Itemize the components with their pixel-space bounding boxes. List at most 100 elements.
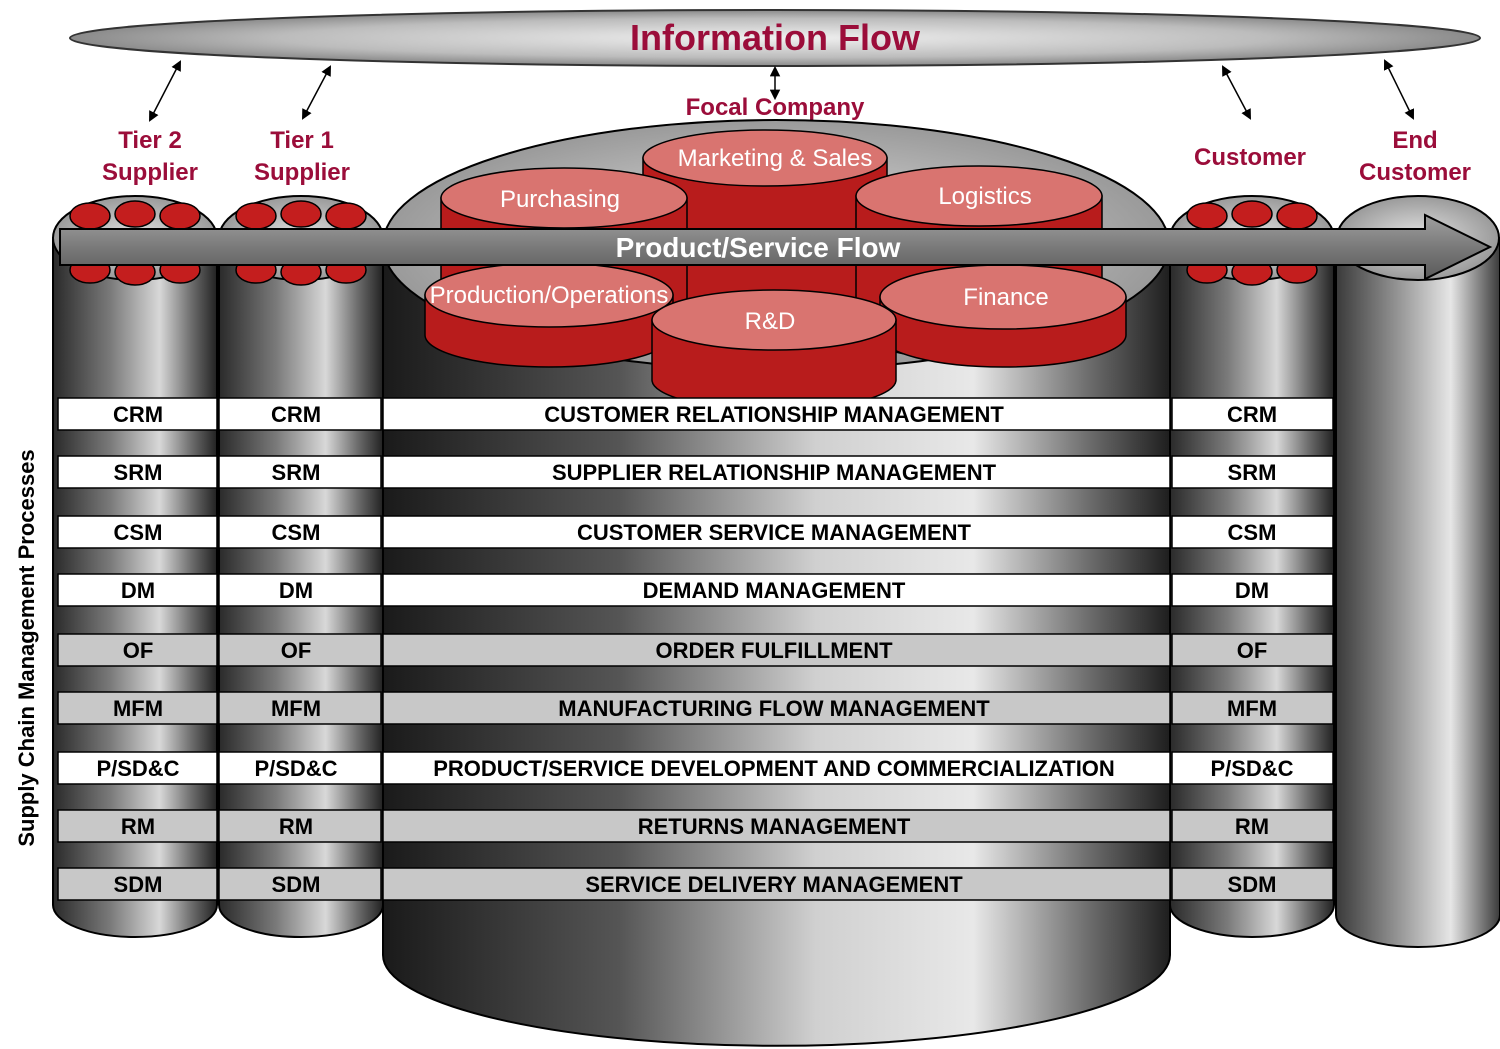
process-cell xyxy=(57,867,218,901)
tier1-label-line1: Tier 1 xyxy=(270,127,334,154)
finance-label: Finance xyxy=(963,284,1048,311)
process-abbr: RM xyxy=(1235,814,1269,839)
sub-tube xyxy=(325,202,367,230)
process-abbr: SDM xyxy=(114,872,163,897)
process-cell xyxy=(1171,573,1334,607)
sub-tube xyxy=(235,202,277,230)
process-cell xyxy=(382,751,1171,785)
process-cell xyxy=(57,515,218,549)
column-labels: Tier 2 Supplier Tier 1 Supplier Focal Co… xyxy=(102,94,1471,186)
end-customer-label-line2: Customer xyxy=(1359,159,1471,186)
tier1-label-line2: Supplier xyxy=(254,159,350,186)
process-cell xyxy=(57,573,218,607)
process-cell xyxy=(1171,397,1334,431)
end-customer-label-line1: End xyxy=(1392,127,1437,154)
process-full-name: MANUFACTURING FLOW MANAGEMENT xyxy=(558,696,990,721)
process-cell xyxy=(1171,633,1334,667)
process-abbr: CSM xyxy=(114,520,163,545)
process-cell xyxy=(57,691,218,725)
sub-tube xyxy=(1231,200,1273,228)
focal-company-label: Focal Company xyxy=(686,94,865,121)
information-flow-banner: Information Flow xyxy=(69,9,1481,67)
process-full-name: PRODUCT/SERVICE DEVELOPMENT AND COMMERCI… xyxy=(433,756,1115,781)
process-abbr: OF xyxy=(123,638,154,663)
finance-silo: Finance xyxy=(879,264,1127,368)
process-cell xyxy=(1171,751,1334,785)
process-full-name: SERVICE DELIVERY MANAGEMENT xyxy=(585,872,963,897)
process-cell xyxy=(57,397,218,431)
process-abbr: SRM xyxy=(272,460,321,485)
process-abbr: DM xyxy=(279,578,313,603)
process-cell xyxy=(382,633,1171,667)
product-service-flow-label: Product/Service Flow xyxy=(616,232,901,263)
production-operations-silo: Production/Operations xyxy=(424,262,674,368)
functional-silos-front: Production/Operations Finance R&D xyxy=(424,262,1127,411)
process-cell xyxy=(382,515,1171,549)
process-cell xyxy=(57,809,218,843)
process-abbr: RM xyxy=(279,814,313,839)
process-abbr: CRM xyxy=(113,402,163,427)
process-cell xyxy=(57,751,218,785)
purchasing-label: Purchasing xyxy=(500,186,620,213)
side-label: Supply Chain Management Processes xyxy=(14,449,39,846)
process-abbr: SDM xyxy=(1228,872,1277,897)
logistics-label: Logistics xyxy=(938,183,1031,210)
process-abbr: DM xyxy=(121,578,155,603)
rnd-label: R&D xyxy=(745,308,796,335)
process-cell xyxy=(382,455,1171,489)
information-flow-title: Information Flow xyxy=(630,17,921,58)
process-abbr: P/SD&C xyxy=(96,756,179,781)
sub-tube xyxy=(114,200,156,228)
process-full-name: SUPPLIER RELATIONSHIP MANAGEMENT xyxy=(552,460,997,485)
process-cell xyxy=(218,397,382,431)
tier2-label-line2: Supplier xyxy=(102,159,198,186)
connector-tier2 xyxy=(149,60,181,122)
process-cell xyxy=(218,455,382,489)
process-full-name: RETURNS MANAGEMENT xyxy=(638,814,911,839)
sub-tube xyxy=(1186,202,1228,230)
process-full-name: DEMAND MANAGEMENT xyxy=(643,578,906,603)
process-full-name: ORDER FULFILLMENT xyxy=(655,638,893,663)
process-bands: CRM CRM CUSTOMER RELATIONSHIP MANAGEMENT CR… xyxy=(57,397,1334,901)
process-cell xyxy=(382,809,1171,843)
sub-tube xyxy=(280,200,322,228)
end-customer-cylinder xyxy=(1335,195,1500,948)
info-connectors xyxy=(149,59,1415,122)
process-abbr: OF xyxy=(281,638,312,663)
process-abbr: SDM xyxy=(272,872,321,897)
process-abbr: CRM xyxy=(1227,402,1277,427)
rnd-silo: R&D xyxy=(651,289,897,411)
connector-tier1 xyxy=(302,65,331,120)
process-cell xyxy=(1171,515,1334,549)
product-service-flow-arrow: Product/Service Flow xyxy=(59,213,1493,281)
process-cell xyxy=(218,633,382,667)
process-cell xyxy=(1171,691,1334,725)
process-abbr: MFM xyxy=(113,696,163,721)
process-cell xyxy=(218,691,382,725)
process-cell xyxy=(382,691,1171,725)
production-operations-label: Production/Operations xyxy=(430,282,669,309)
process-full-name: CUSTOMER RELATIONSHIP MANAGEMENT xyxy=(544,402,1004,427)
marketing-sales-label: Marketing & Sales xyxy=(678,145,873,172)
sub-tube xyxy=(69,202,111,230)
process-cell xyxy=(57,455,218,489)
process-abbr: CRM xyxy=(271,402,321,427)
connector-customer xyxy=(1222,65,1251,120)
process-cell xyxy=(382,867,1171,901)
process-abbr: MFM xyxy=(1227,696,1277,721)
tier2-label-line1: Tier 2 xyxy=(118,127,182,154)
customer-label: Customer xyxy=(1194,144,1306,171)
process-cell xyxy=(218,867,382,901)
process-cell xyxy=(1171,867,1334,901)
sub-tube xyxy=(1276,202,1318,230)
process-abbr: P/SD&C xyxy=(254,756,337,781)
process-cell xyxy=(382,573,1171,607)
process-cell xyxy=(218,515,382,549)
connector-end-customer xyxy=(1383,59,1415,120)
process-cell xyxy=(57,633,218,667)
process-abbr: DM xyxy=(1235,578,1269,603)
process-abbr: P/SD&C xyxy=(1210,756,1293,781)
process-cell xyxy=(382,397,1171,431)
process-full-name: CUSTOMER SERVICE MANAGEMENT xyxy=(577,520,972,545)
